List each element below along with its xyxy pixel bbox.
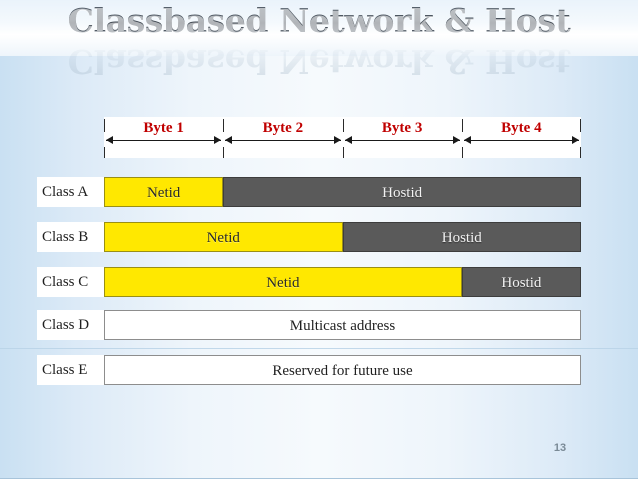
class-row-d: Class D Multicast address: [37, 310, 581, 340]
class-label: Class B: [42, 229, 89, 245]
segment-hostid: Hostid: [461, 267, 581, 297]
byte-boundary-tick-4-up: [580, 119, 581, 132]
segment-netid: Netid: [104, 222, 343, 252]
byte-span-arrow-3: [344, 135, 460, 146]
segment-hostid: Hostid: [342, 222, 581, 252]
byte-boundary-tick-2-up: [342, 119, 344, 132]
arrow-head-right-icon: [572, 136, 579, 144]
byte-boundary-tick-0-down: [104, 147, 105, 158]
byte-boundary-tick-2-down: [342, 147, 344, 158]
byte-label-3: Byte 3: [381, 120, 423, 136]
segment-netid: Netid: [104, 177, 224, 207]
byte-span-arrow-1: [106, 135, 222, 146]
class-label-backdrop: [37, 310, 104, 340]
class-row-e: Class E Reserved for future use: [37, 355, 581, 385]
arrow-head-right-icon: [452, 136, 460, 144]
arrow-line: [463, 140, 579, 141]
segment-hostid: Hostid: [223, 177, 581, 207]
title-band: Classbased Network & Host Classbased Net…: [0, 0, 638, 81]
byte-label-1: Byte 1: [143, 120, 184, 136]
address-bar: Multicast address: [104, 310, 581, 340]
class-label: Class E: [42, 362, 88, 378]
class-label-backdrop: [37, 267, 104, 297]
segment-plain: Reserved for future use: [104, 355, 581, 385]
class-label: Class D: [42, 317, 90, 333]
byte-label-4: Byte 4: [501, 120, 542, 136]
class-label: Class C: [42, 274, 89, 290]
arrow-head-right-icon: [333, 136, 341, 144]
class-label-backdrop: [37, 222, 104, 252]
arrow-head-right-icon: [214, 136, 222, 144]
segment-plain: Multicast address: [104, 310, 581, 340]
arrow-head-left-icon: [225, 136, 233, 144]
arrow-head-left-icon: [463, 136, 471, 144]
address-bar: Reserved for future use: [104, 355, 581, 385]
arrow-line: [106, 140, 222, 141]
byte-boundary-tick-0-up: [104, 119, 105, 132]
arrow-head-left-icon: [344, 136, 352, 144]
arrow-line: [225, 140, 341, 141]
byte-boundary-tick-4-down: [580, 147, 581, 158]
byte-label-2: Byte 2: [262, 120, 304, 136]
byte-boundary-tick-1-down: [223, 147, 225, 158]
class-label-backdrop: [37, 177, 104, 207]
page-title: Classbased Network & Host: [0, 1, 638, 41]
byte-boundary-tick-3-down: [461, 147, 463, 158]
class-label-backdrop: [37, 355, 104, 385]
byte-boundary-tick-3-up: [461, 119, 463, 132]
byte-ruler: Byte 1 Byte 2 Byte 3 Byte 4: [104, 117, 581, 158]
segment-netid: Netid: [104, 267, 462, 297]
arrow-head-left-icon: [106, 136, 113, 144]
byte-span-arrow-2: [225, 135, 341, 146]
class-label: Class A: [42, 184, 89, 200]
section-divider: [0, 348, 638, 349]
byte-span-arrow-4: [463, 135, 579, 146]
page-title-reflection: Classbased Network & Host: [67, 42, 571, 81]
byte-boundary-tick-1-up: [223, 119, 225, 132]
slide-number: 13: [553, 442, 567, 454]
arrow-line: [344, 140, 460, 141]
